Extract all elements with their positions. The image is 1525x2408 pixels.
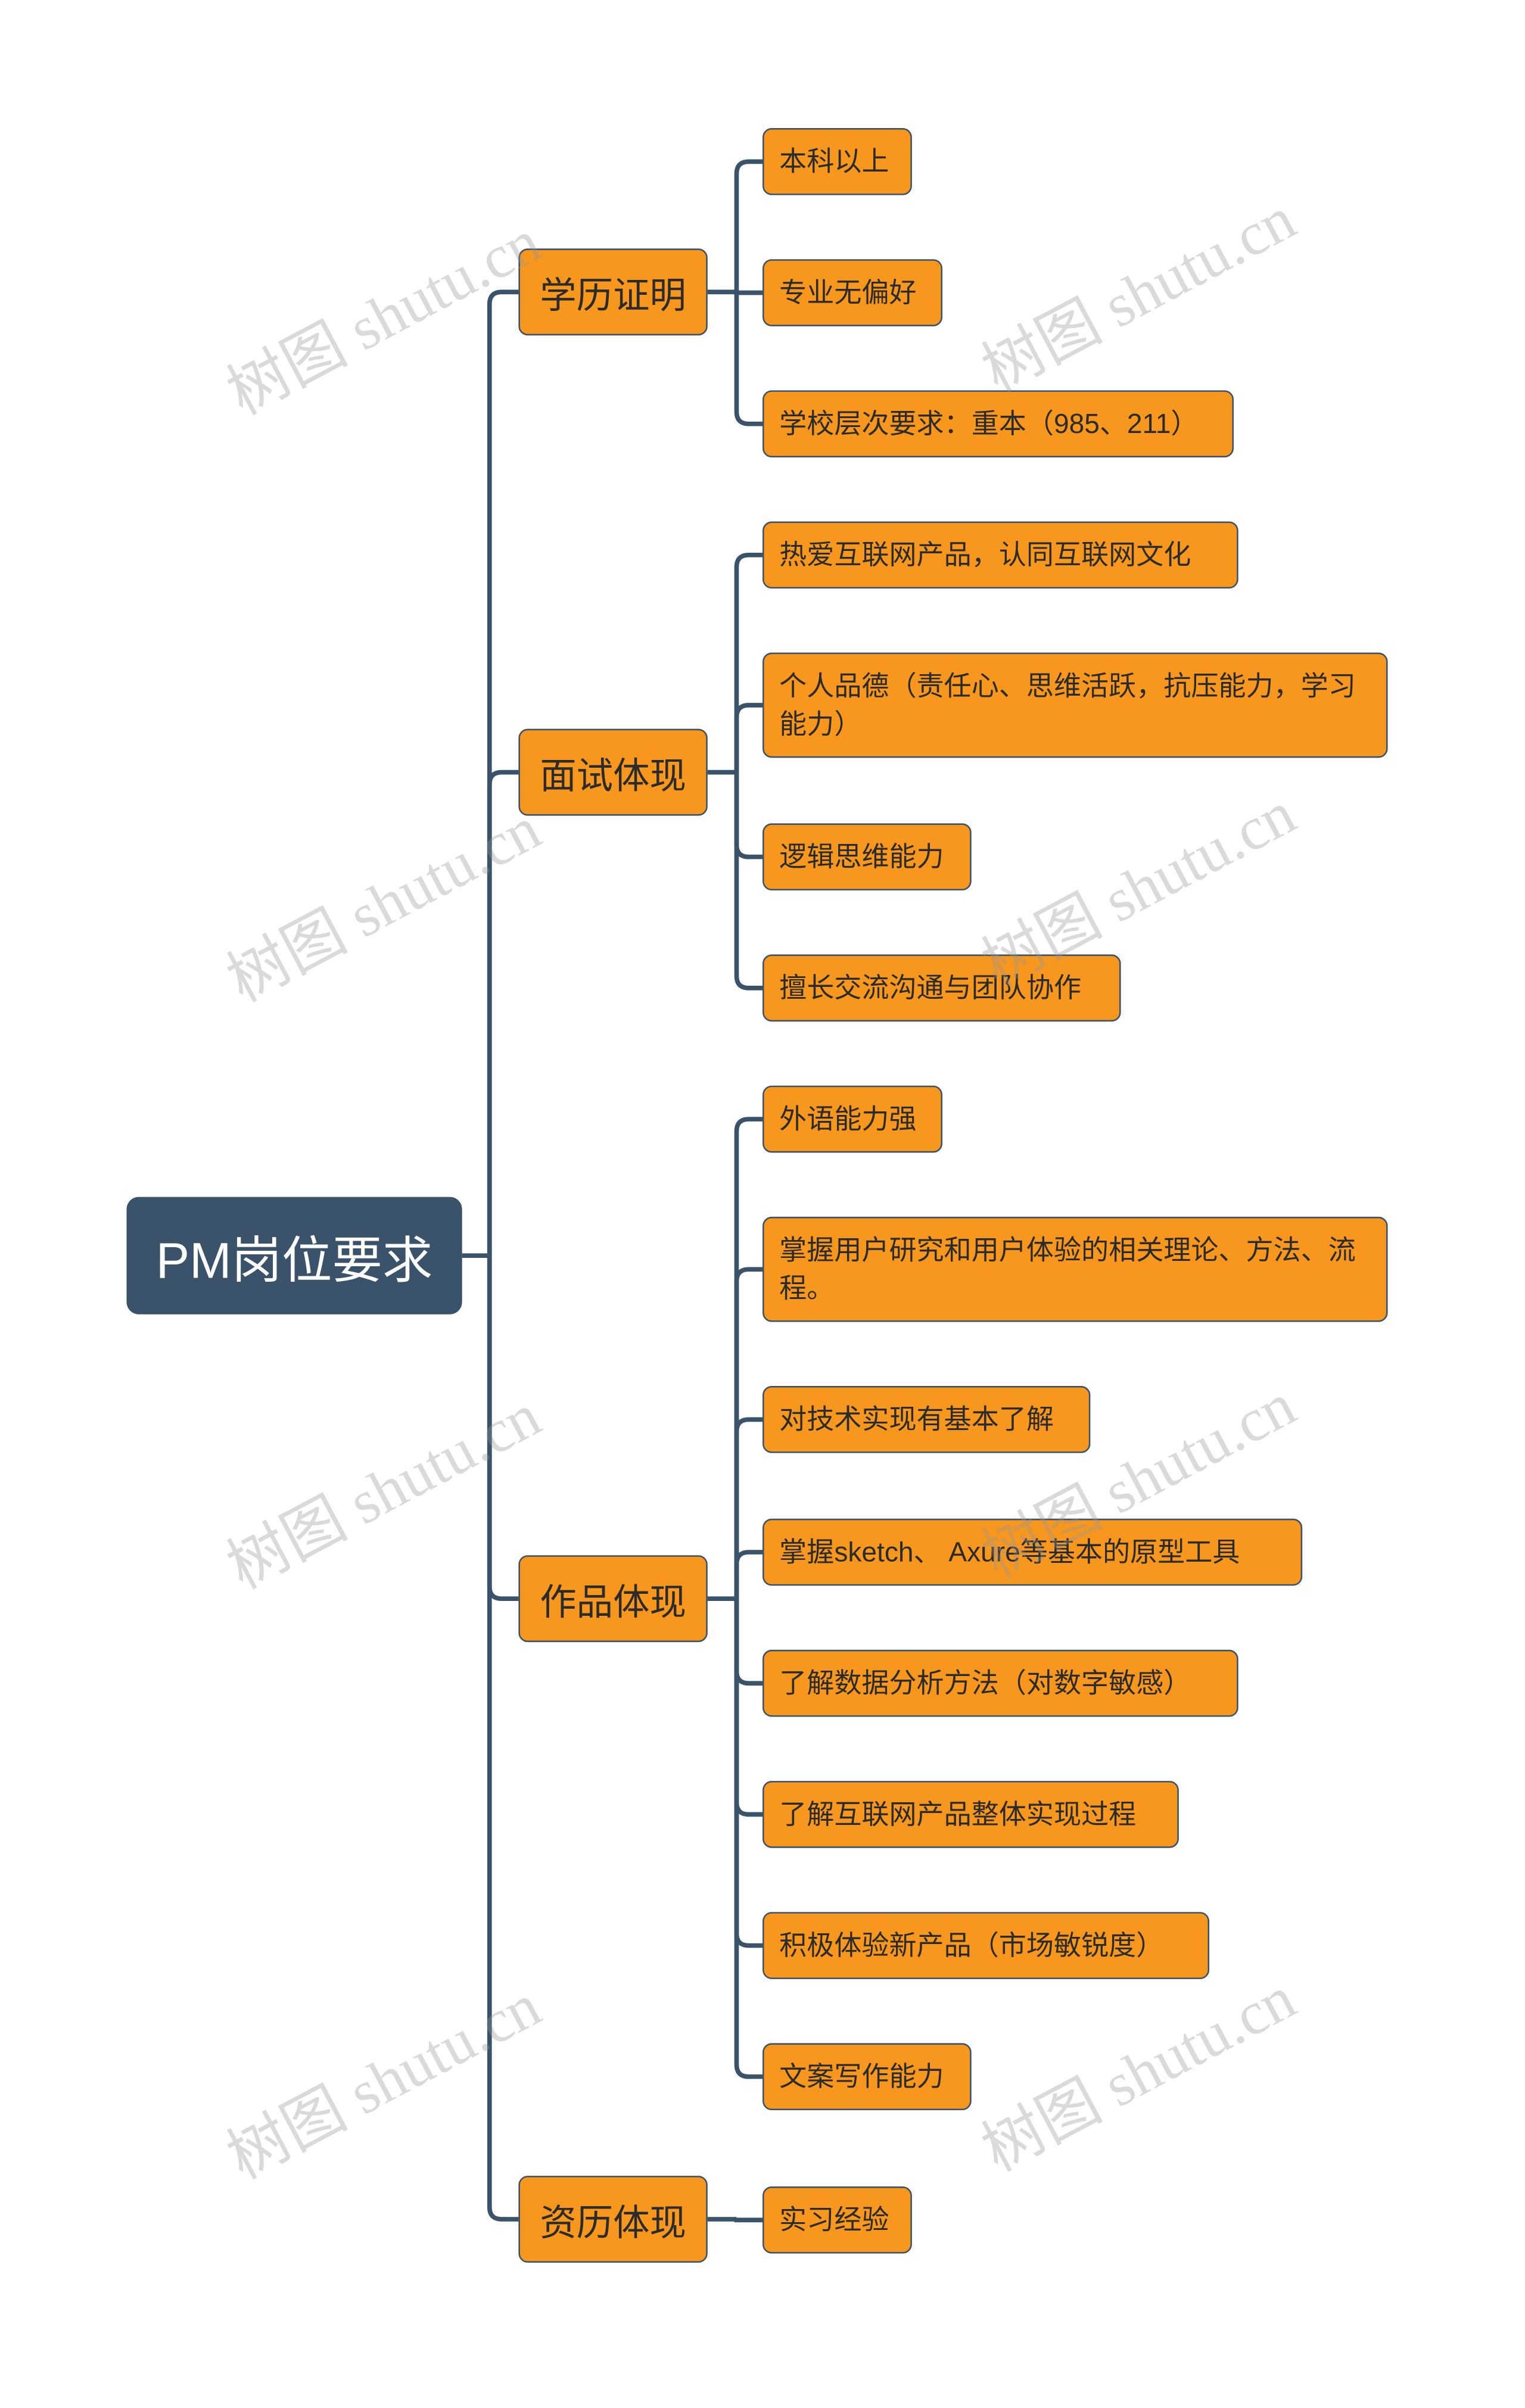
- connector: [487, 289, 519, 1256]
- connector: [487, 1256, 519, 1601]
- leaf-node[interactable]: 外语能力强: [762, 1085, 943, 1153]
- root-node[interactable]: PM岗位要求: [126, 1197, 462, 1314]
- branch-experience[interactable]: 资历体现: [518, 2176, 708, 2263]
- leaf-node[interactable]: 对技术实现有基本了解: [762, 1386, 1091, 1453]
- leaf-node[interactable]: 擅长交流沟通与团队协作: [762, 954, 1121, 1022]
- connector: [734, 772, 762, 859]
- leaf-node[interactable]: 文案写作能力: [762, 2043, 972, 2111]
- leaf-node[interactable]: 了解数据分析方法（对数字敏感）: [762, 1649, 1238, 1717]
- branch-education[interactable]: 学历证明: [518, 248, 708, 336]
- connector: [734, 1599, 762, 2079]
- connector: [734, 1117, 762, 1599]
- connector: [734, 1550, 762, 1599]
- leaf-node[interactable]: 了解互联网产品整体实现过程: [762, 1781, 1179, 1848]
- connector: [734, 2217, 762, 2223]
- connector: [734, 1417, 762, 1599]
- leaf-node[interactable]: 学校层次要求：重本（985、211）: [762, 390, 1234, 457]
- connector: [734, 703, 762, 772]
- connector: [734, 1267, 762, 1599]
- leaf-node[interactable]: 掌握用户研究和用户体验的相关理论、方法、流程。: [762, 1216, 1388, 1322]
- leaf-node[interactable]: 掌握sketch、 Axure等基本的原型工具: [762, 1518, 1303, 1586]
- branch-interview[interactable]: 面试体现: [518, 728, 708, 816]
- leaf-node[interactable]: 本科以上: [762, 128, 912, 195]
- leaf-node[interactable]: 热爱互联网产品，认同互联网文化: [762, 521, 1238, 589]
- connector: [734, 1599, 762, 1686]
- connector: [734, 1599, 762, 1948]
- connector: [734, 292, 762, 426]
- connector: [487, 1256, 519, 2222]
- connector: [734, 159, 762, 292]
- connector: [734, 1599, 762, 1817]
- connector: [734, 552, 762, 772]
- connector: [734, 772, 762, 990]
- leaf-node[interactable]: 个人品德（责任心、思维活跃，抗压能力，学习能力）: [762, 652, 1388, 758]
- leaf-node[interactable]: 逻辑思维能力: [762, 823, 972, 891]
- leaf-node[interactable]: 实习经验: [762, 2186, 912, 2254]
- branch-works[interactable]: 作品体现: [518, 1555, 708, 1643]
- connector: [487, 770, 519, 1256]
- leaf-node[interactable]: 专业无偏好: [762, 259, 943, 326]
- leaf-node[interactable]: 积极体验新产品（市场敏锐度）: [762, 1912, 1210, 1979]
